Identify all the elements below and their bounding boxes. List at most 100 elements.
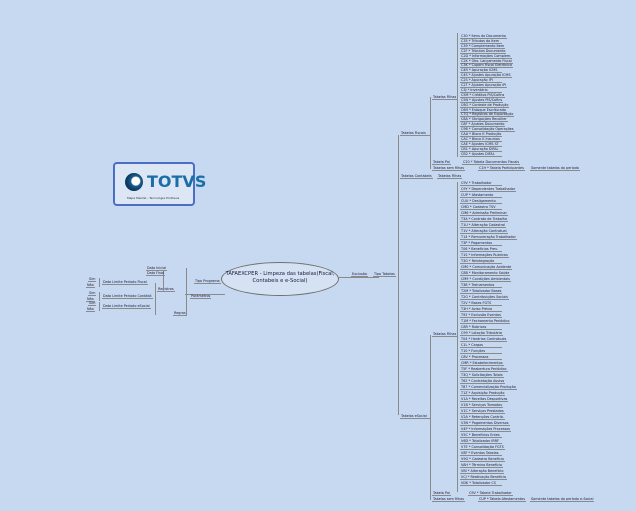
list-item-esocial-table[interactable]: CM0 * Comunicação Acidente <box>460 265 513 270</box>
list-item-esocial-table[interactable]: T2M * Totalizador Bases <box>460 289 503 294</box>
node-esocial-filhas[interactable]: Tabelas Filhas <box>432 332 458 337</box>
list-item-fiscal-table[interactable]: C8A * Obrigações Recolher <box>460 117 508 123</box>
list-item-esocial-table[interactable]: V3N * Pagamentos Diversos <box>460 421 510 426</box>
list-item-esocial-table[interactable]: V8F * Eventos Tabelas <box>460 451 502 456</box>
node-tabelas-sem-filhas[interactable]: Tabelas sem filhas <box>432 166 465 171</box>
list-item-fiscal-table[interactable]: CB2 * Ajustes DIFAL <box>460 152 502 157</box>
list-item-fiscal-table[interactable]: C6G * Controle de Produção <box>460 102 510 108</box>
node-esocial-pai-value[interactable]: C9V * Tabela Trabalhador <box>468 491 513 496</box>
list-item-esocial-table[interactable]: V1A * Receitas Desportivas <box>460 397 509 402</box>
node-tabelas-fiscais[interactable]: Tabelas Fiscais <box>400 131 430 136</box>
list-item-esocial-table[interactable]: CM9 * Condições Ambientais <box>460 277 511 282</box>
node-sim[interactable]: Sim <box>88 277 97 282</box>
node-esocial-sem-value[interactable]: CUP * Tabela Afastamentos <box>478 497 527 502</box>
node-parametros[interactable]: Parâmetros <box>190 294 212 299</box>
node-tipo-tabelas[interactable]: Tipo Tabelas <box>373 272 396 277</box>
list-item-esocial-table[interactable]: CUU * Desligamento <box>460 199 502 204</box>
node-esocial-obs[interactable]: Somente tabelas do período e-Social <box>530 497 595 502</box>
list-item-esocial-table[interactable]: T5F * Reabertura Periódico <box>460 367 508 372</box>
list-item-esocial-table[interactable]: V1B * Serviços Tomados <box>460 403 503 408</box>
list-item-fiscal-table[interactable]: C8F * Ajustes Documento <box>460 122 506 128</box>
node-exclusao[interactable]: Exclusão <box>351 272 368 277</box>
list-item-esocial-table[interactable]: C9Y * Dependentes Trabalhador <box>460 187 517 192</box>
list-item-esocial-table[interactable]: T1U * Alteração Cadastral <box>460 223 506 228</box>
list-item-fiscal-table[interactable]: C35 * Tributos do Item <box>460 39 502 44</box>
list-item-fiscal-table[interactable]: CAA * Bloco K Produção <box>460 132 503 137</box>
list-item-esocial-table[interactable]: T1Z * Aquisição Produção <box>460 391 506 396</box>
list-item-esocial-table[interactable]: T1M * Fechamento Periódico <box>460 319 511 324</box>
list-item-esocial-table[interactable]: T2V * Bases FGTS <box>460 301 502 306</box>
node-regras[interactable]: Regras <box>173 311 187 316</box>
list-item-esocial-table[interactable]: C8V * Processos <box>460 355 502 360</box>
list-item-esocial-table[interactable]: T3B * Treinamentos <box>460 283 502 288</box>
central-topic[interactable]: TAFAEXCPER - Limpeza das tabelas(Fiscal,… <box>221 262 339 296</box>
node-nao[interactable]: Não <box>86 297 95 302</box>
list-item-fiscal-table[interactable]: C2K * Obs. Lançamento Fiscal <box>460 58 513 64</box>
node-sim[interactable]: Sim <box>88 291 97 296</box>
list-item-esocial-table[interactable]: CMD * Cadastro TSV <box>460 205 502 210</box>
list-item-esocial-table[interactable]: VDK * Totalizador CS <box>460 481 502 486</box>
list-item-esocial-table[interactable]: T3G * Reintegração <box>460 259 502 264</box>
list-item-esocial-table[interactable]: V5C * Benefícios Entes <box>460 433 502 438</box>
list-item-esocial-table[interactable]: V6D * Totalizador IRRF <box>460 439 502 444</box>
list-item-esocial-table[interactable]: CM6 * Admissão Preliminar <box>460 211 508 216</box>
node-data-final[interactable]: Data Final <box>146 271 165 276</box>
node-tipo-programa[interactable]: Tipo Programa <box>194 279 221 284</box>
list-item-fiscal-table[interactable]: C7Q * Registros de Exportação <box>460 112 515 118</box>
list-item-esocial-table[interactable]: T3Q * Solicitações Totais <box>460 373 504 378</box>
list-item-fiscal-table[interactable]: C30 * Itens do Documento <box>460 34 507 39</box>
list-item-fiscal-table[interactable]: C9B * Consolidação Operações <box>460 127 515 133</box>
list-item-fiscal-table[interactable]: CB1 * Apuração DIFAL <box>460 147 502 152</box>
list-item-fiscal-table[interactable]: CAC * Bloco K Insumos <box>460 137 502 142</box>
node-tabela-pai[interactable]: Tabela Pai <box>432 160 451 165</box>
list-item-fiscal-table[interactable]: C4S * Ajustes Apuração ICMS <box>460 73 512 79</box>
node-tabelas-filhas[interactable]: Tabelas Filhas <box>432 95 458 100</box>
list-item-esocial-table[interactable]: C99 * Lotação Tributária <box>460 331 503 336</box>
list-item-fiscal-table[interactable]: C2T * Ajustes Apuração IPI <box>460 83 508 88</box>
node-nao[interactable]: Não <box>86 307 95 312</box>
list-item-esocial-table[interactable]: T3A * Contrato de Trabalho <box>460 217 509 222</box>
list-item-esocial-table[interactable]: CUP * Afastamento <box>460 193 502 198</box>
list-item-esocial-table[interactable]: T04 * Horários Contratuais <box>460 337 508 342</box>
node-sim[interactable]: Sim <box>88 301 97 306</box>
list-item-esocial-table[interactable]: VBI * Alteração Benefício <box>460 469 505 474</box>
node-tabelas-esocial[interactable]: Tabelas eSocial <box>400 414 430 419</box>
list-item-esocial-table[interactable]: C9V * Trabalhador <box>460 181 502 186</box>
list-item-esocial-table[interactable]: V2A * Retenções Contrib. <box>460 415 505 420</box>
list-item-fiscal-table[interactable]: C39 * Complemento Item <box>460 43 506 49</box>
list-item-esocial-table[interactable]: VCJ * Reativação Benefício <box>460 475 508 480</box>
list-item-esocial-table[interactable]: T1V * Alteração Contratual <box>460 229 508 234</box>
list-item-fiscal-table[interactable]: C5M * Créditos PIS/Cofins <box>460 92 506 98</box>
list-item-esocial-table[interactable]: V4P * Informações Processos <box>460 427 512 432</box>
node-tabelas-contabeis[interactable]: Tabelas Contábeis <box>400 174 433 179</box>
list-item-esocial-table[interactable]: C8B * Monitoramento Saúde <box>460 271 511 276</box>
node-data-inicial[interactable]: Data Inicial <box>146 266 168 271</box>
node-esocial-sem-filhas[interactable]: Tabelas sem filhas <box>432 497 465 502</box>
list-item-fiscal-table[interactable]: C6H * Estoque Escriturado <box>460 107 507 113</box>
node-nao[interactable]: Não <box>86 283 95 288</box>
list-item-esocial-table[interactable]: C8R * Rubricas <box>460 325 502 330</box>
list-item-esocial-table[interactable]: T62 * Contratação Avulso <box>460 379 506 384</box>
list-item-fiscal-table[interactable]: CAE * Ajustes ICMS ST <box>460 142 502 147</box>
node-data-limite[interactable]: Data Limite Período eSocial <box>102 304 151 309</box>
list-item-esocial-table[interactable]: V7E * Consolidação FGTS <box>460 445 505 450</box>
list-item-esocial-table[interactable]: T92 * Exclusão Eventos <box>460 313 502 318</box>
list-item-fiscal-table[interactable]: C2F * Tributos Documento <box>460 48 507 54</box>
list-item-esocial-table[interactable]: T06 * Benefícios Prev. <box>460 247 502 252</box>
node-data-limite[interactable]: Data Limite Período Contábil <box>102 294 153 299</box>
list-item-esocial-table[interactable]: T2G * Contribuições Sociais <box>460 295 509 300</box>
list-item-esocial-table[interactable]: T14 * Remuneração Trabalhador <box>460 235 517 240</box>
list-item-esocial-table[interactable]: T1S * Informações Rubricas <box>460 253 509 258</box>
list-item-fiscal-table[interactable]: C2S * Apuração IPI <box>460 78 502 84</box>
list-item-esocial-table[interactable]: C1L * Cargos <box>460 343 502 348</box>
node-registros[interactable]: Registros <box>157 287 175 292</box>
list-item-esocial-table[interactable]: V1C * Serviços Prestados <box>460 409 505 414</box>
list-item-esocial-table[interactable]: T10 * Funções <box>460 349 502 354</box>
node-sem-filhas-value[interactable]: C1H * Tabela Participantes <box>478 166 525 171</box>
list-item-fiscal-table[interactable]: C2D * Informações Complem. <box>460 53 513 59</box>
list-item-esocial-table[interactable]: CMR * Estabelecimentos <box>460 361 504 366</box>
list-item-fiscal-table[interactable]: C5N * Ajustes PIS/Cofins <box>460 97 504 103</box>
node-data-limite[interactable]: Data Limite Período Fiscal <box>102 280 148 285</box>
list-item-fiscal-table[interactable]: C4R * Apuração ICMS <box>460 68 502 74</box>
list-item-esocial-table[interactable]: T87 * Comercialização Produção <box>460 385 517 390</box>
